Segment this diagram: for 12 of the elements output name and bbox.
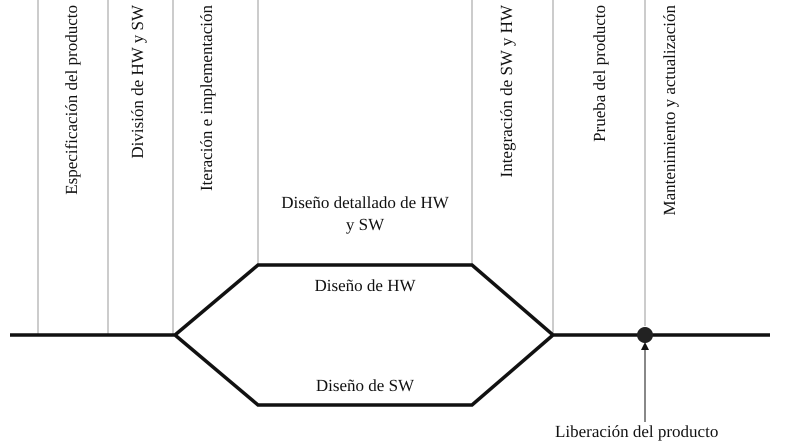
release-label: Liberación del producto [555, 422, 718, 441]
phase-label: Especificación del producto [62, 5, 81, 195]
leader-arrow [641, 342, 649, 422]
stage-label: Diseño de HW [313, 275, 417, 297]
phase-label: Iteración e implementación [197, 5, 216, 191]
phase-label: Integración de SW y HW [497, 5, 516, 178]
phase-label: División de HW y SW [128, 5, 147, 159]
phase-label: Prueba del producto [590, 5, 609, 142]
phase-label: Mantenimiento y actualización [660, 5, 679, 216]
release-point [637, 327, 653, 343]
stage-label: Diseño de SW [314, 375, 416, 397]
stage-label: Diseño detallado de HW y SW [280, 192, 450, 236]
